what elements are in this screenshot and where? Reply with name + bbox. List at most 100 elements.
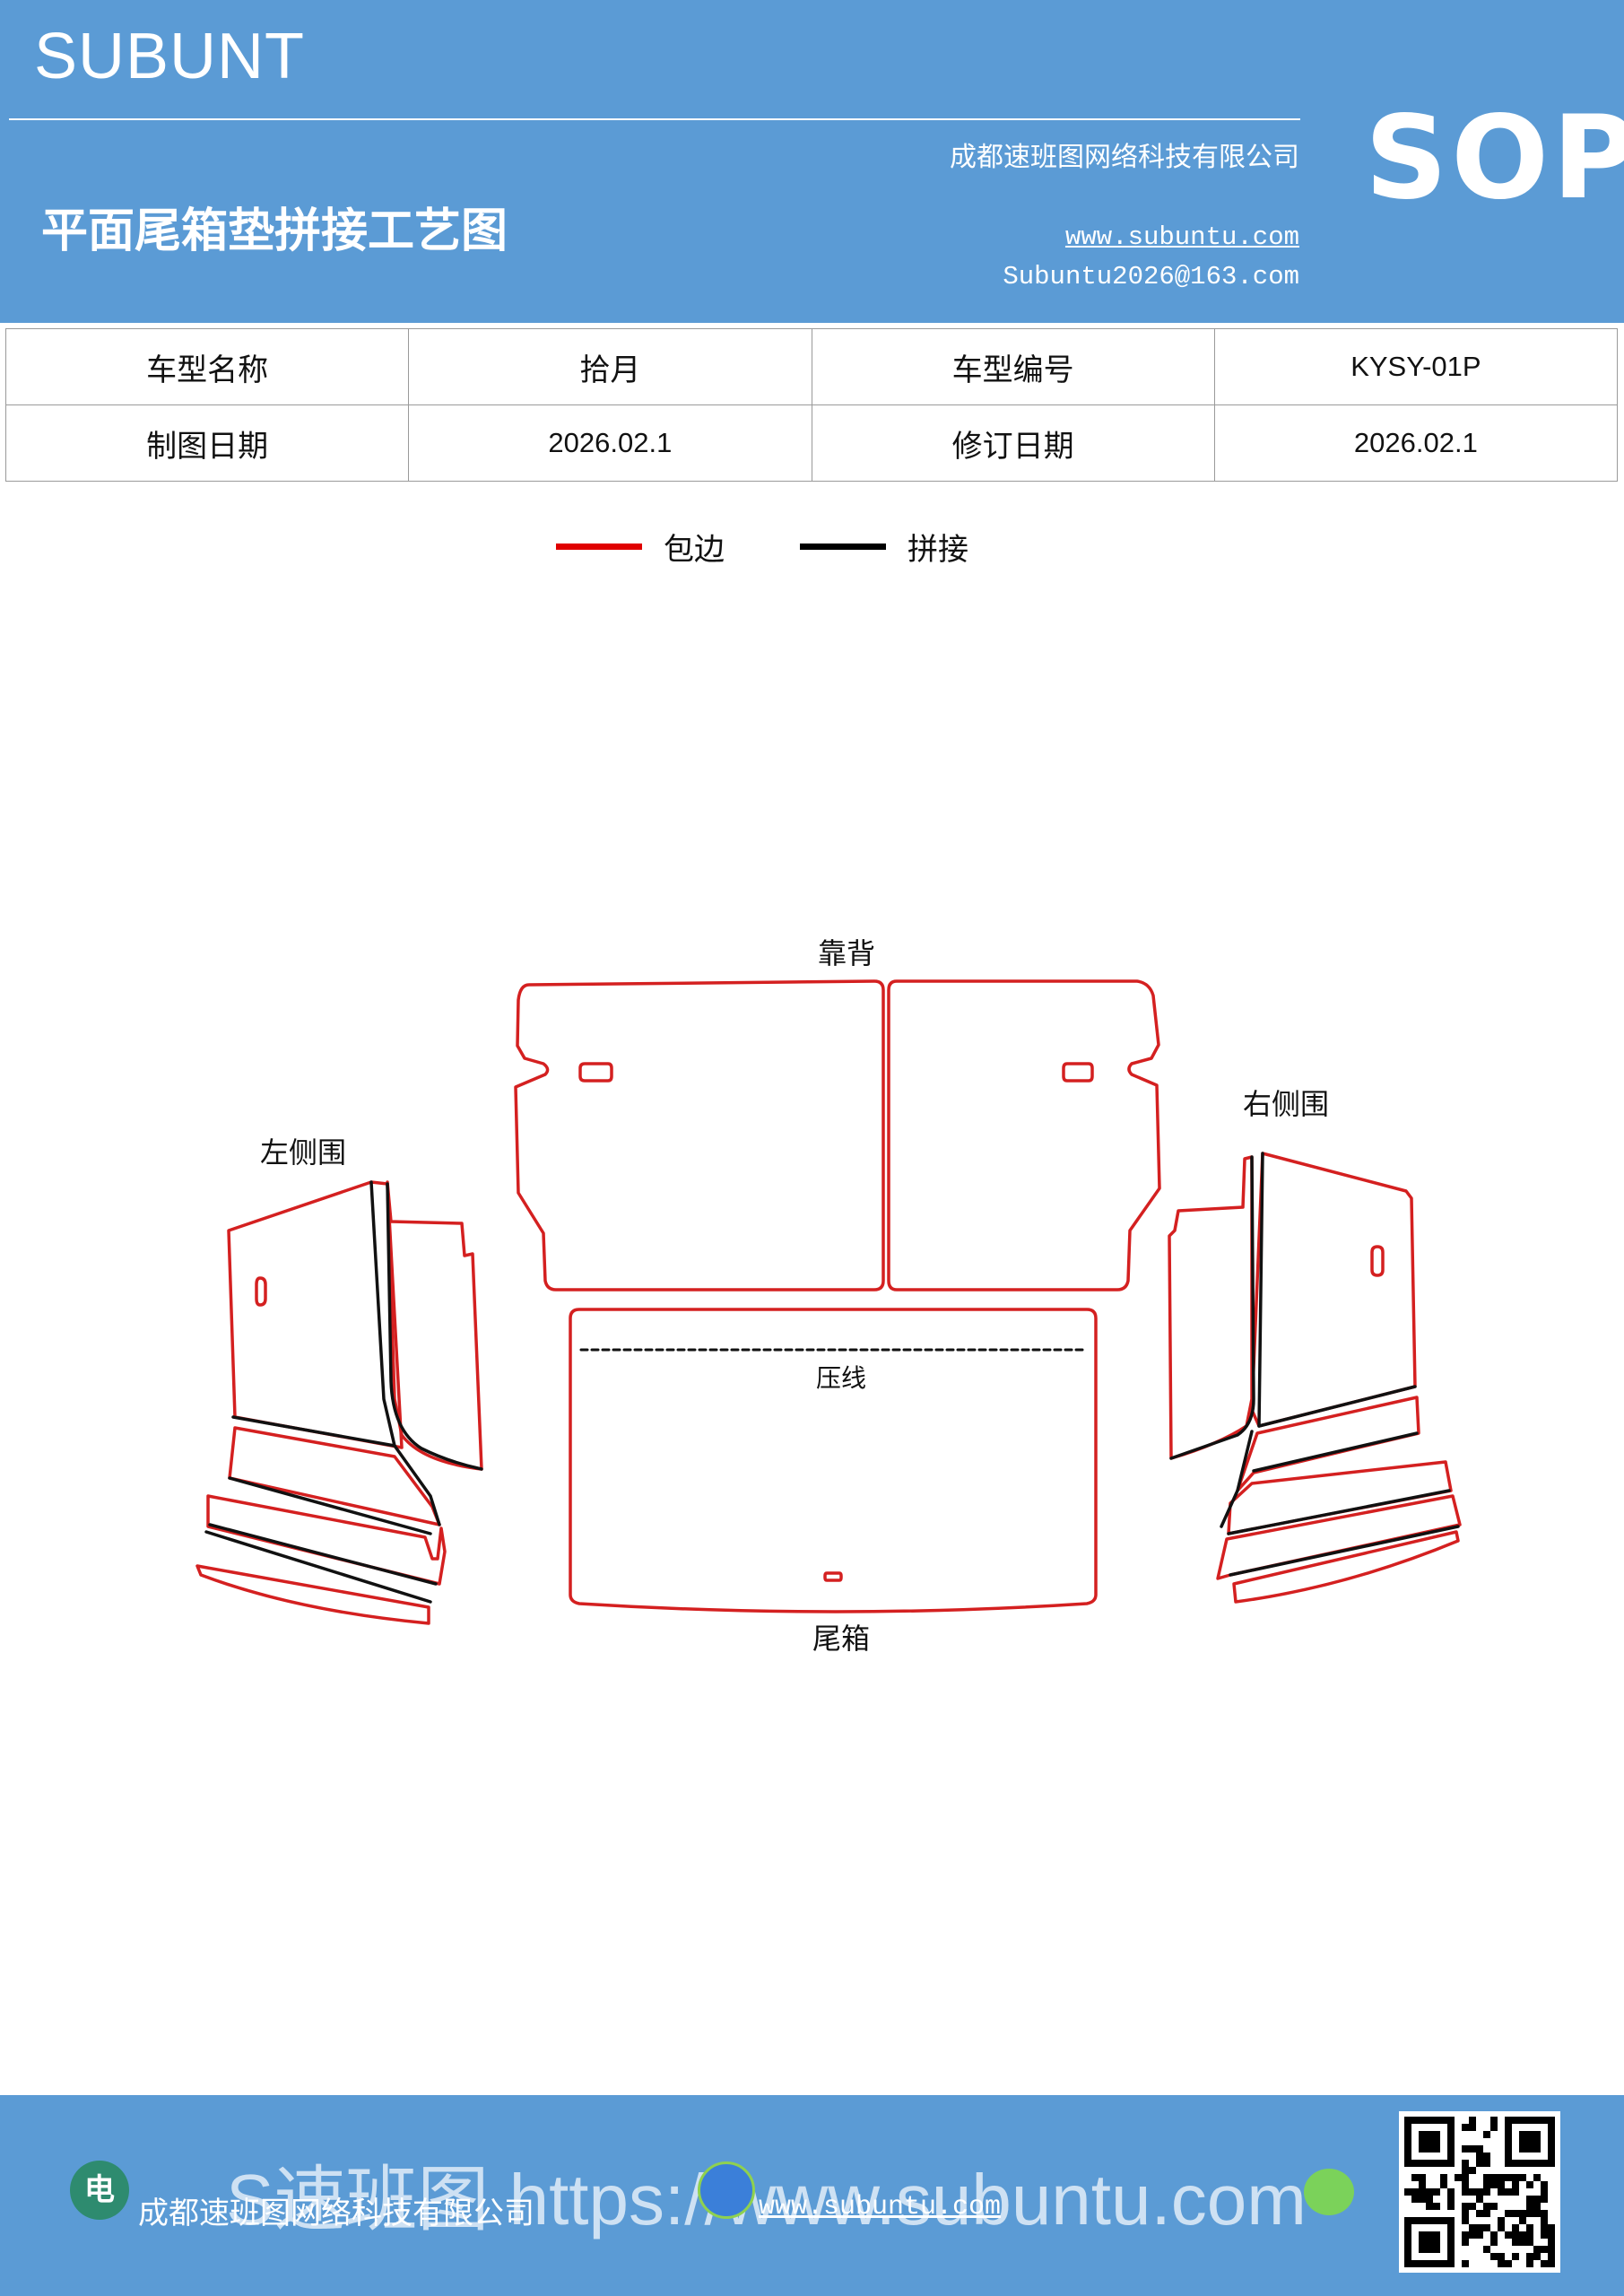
qr-module	[1440, 2181, 1447, 2188]
qr-module	[1512, 2239, 1519, 2246]
qr-module	[1498, 2260, 1505, 2267]
qr-module	[1541, 2246, 1548, 2253]
qr-module	[1462, 2217, 1469, 2224]
header-website-link[interactable]: www.subuntu.com	[1064, 222, 1299, 252]
qr-module	[1533, 2174, 1541, 2181]
building-icon: 电	[70, 2161, 129, 2220]
left-seam-5	[208, 1523, 438, 1586]
qr-module	[1519, 2210, 1526, 2217]
qr-module	[1533, 2196, 1541, 2203]
qr-module	[1469, 2167, 1476, 2174]
qr-module	[1490, 2174, 1498, 2181]
qr-module	[1526, 2239, 1533, 2246]
qr-module	[1462, 2210, 1469, 2217]
qr-module	[1490, 2203, 1498, 2210]
qr-module	[1483, 2181, 1490, 2188]
qr-module	[1541, 2188, 1548, 2196]
table-value: KYSY-01P	[1213, 328, 1619, 405]
qr-module	[1548, 2246, 1555, 2253]
qr-module	[1462, 2231, 1469, 2239]
qr-module	[1419, 2188, 1426, 2196]
right-side-flap	[1168, 1155, 1254, 1460]
left-seam-2	[369, 1180, 396, 1448]
right-seam-1	[1257, 1152, 1264, 1428]
qr-module	[1469, 2188, 1476, 2196]
qr-module	[1404, 2117, 1411, 2167]
qr-module	[1533, 2203, 1541, 2210]
qr-module	[1541, 2217, 1548, 2224]
qr-module	[1498, 2224, 1505, 2231]
qr-module	[1419, 2181, 1426, 2188]
label-trunk: 尾箱	[812, 1622, 870, 1656]
qr-module	[1476, 2188, 1483, 2196]
left-side-main-panel	[227, 1180, 404, 1449]
qr-module	[1462, 2188, 1469, 2196]
qr-module	[1476, 2152, 1483, 2160]
label-backrest: 靠背	[818, 936, 875, 970]
qr-module	[1505, 2174, 1512, 2181]
qr-module	[1476, 2210, 1483, 2217]
left-seam-4	[393, 1444, 441, 1526]
right-seam-6	[1227, 1489, 1451, 1535]
qr-module	[1455, 2174, 1462, 2181]
qr-module	[1512, 2253, 1519, 2260]
qr-module	[1512, 2210, 1519, 2217]
qr-module	[1433, 2203, 1440, 2210]
qr-module	[1526, 2231, 1533, 2239]
qr-module	[1490, 2239, 1498, 2246]
table-value: 2026.02.1	[408, 404, 812, 482]
qr-module	[1476, 2160, 1483, 2167]
backrest-left-handle	[578, 1062, 613, 1083]
qr-module	[1469, 2124, 1476, 2131]
right-side-window	[1370, 1245, 1385, 1277]
qr-module	[1498, 2188, 1505, 2196]
qr-module	[1404, 2217, 1455, 2224]
qr-module	[1498, 2181, 1505, 2188]
qr-module	[1476, 2224, 1483, 2231]
qr-module	[1447, 2117, 1455, 2167]
qr-module	[1462, 2160, 1469, 2167]
backrest-right-panel	[887, 979, 1161, 1292]
left-side-flap	[386, 1180, 483, 1471]
qr-module	[1419, 2196, 1426, 2203]
qr-module	[1512, 2188, 1519, 2196]
qr-module	[1541, 2231, 1548, 2239]
qr-module	[1548, 2224, 1555, 2231]
sop-badge: SOP	[1365, 91, 1624, 225]
legend-item-edge: 包边	[556, 524, 725, 569]
qr-module	[1548, 2231, 1555, 2239]
footer-website-link[interactable]: www.subuntu.com	[759, 2192, 1002, 2222]
qr-module	[1505, 2231, 1512, 2239]
qr-module	[1483, 2131, 1490, 2138]
left-seam-1	[231, 1415, 396, 1448]
legend-swatch-seam	[800, 543, 886, 550]
qr-module	[1483, 2246, 1490, 2253]
qr-module	[1483, 2174, 1490, 2181]
right-side-strip-2	[1227, 1460, 1453, 1535]
table-label: 修订日期	[811, 404, 1215, 482]
qr-module	[1462, 2145, 1469, 2152]
header-email[interactable]: Subuntu2026@163.com	[1003, 262, 1299, 291]
right-seam-3	[1257, 1385, 1417, 1428]
qr-module	[1526, 2196, 1533, 2203]
label-right-side: 右侧围	[1243, 1087, 1329, 1121]
qr-module	[1483, 2210, 1490, 2217]
qr-module	[1519, 2217, 1526, 2224]
qr-module	[1462, 2174, 1469, 2181]
qr-module	[1411, 2188, 1419, 2196]
qr-module	[1426, 2203, 1433, 2210]
qr-module	[1526, 2203, 1533, 2210]
qr-module	[1533, 2210, 1541, 2217]
qr-module	[1462, 2260, 1469, 2267]
brand-logo-text: SUBUNT	[34, 21, 306, 92]
backrest-right-handle	[1062, 1062, 1094, 1083]
qr-module	[1519, 2239, 1526, 2246]
left-seam-7	[228, 1476, 432, 1535]
qr-module	[1505, 2117, 1555, 2124]
qr-module	[1548, 2253, 1555, 2260]
qr-module	[1476, 2231, 1483, 2239]
qr-module	[1541, 2196, 1548, 2203]
qr-module	[1447, 2217, 1455, 2267]
right-seam-4	[1252, 1431, 1419, 1473]
qr-module	[1476, 2145, 1483, 2152]
